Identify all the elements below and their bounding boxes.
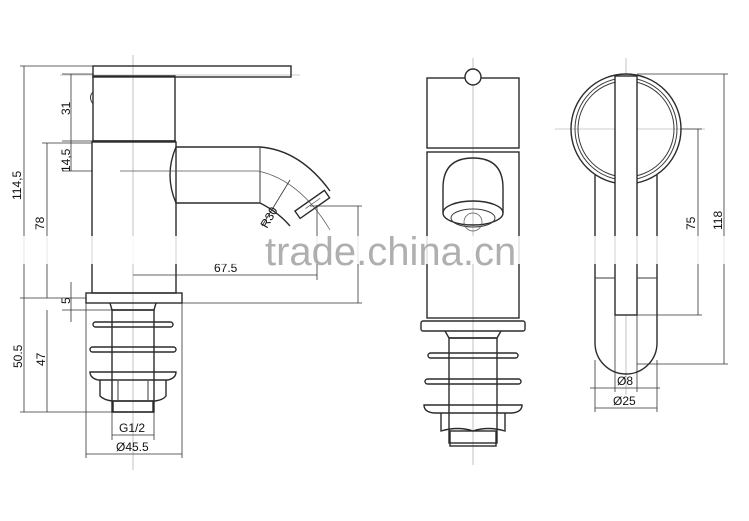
dim-thread: G1/2 xyxy=(119,421,145,435)
dim-handle-height: 31 xyxy=(59,101,73,115)
dim-spout-outlet-height: 78 xyxy=(33,216,47,230)
dim-base-diameter: Ø45.5 xyxy=(116,440,149,454)
dim-overall-height: 114,5 xyxy=(10,171,24,200)
watermark-text: trade.china.cn xyxy=(265,230,516,274)
dim-lever-diameter: Ø8 xyxy=(617,374,633,388)
dim-base-plate: 5 xyxy=(59,297,73,304)
dim-spout-offset: 14,5 xyxy=(59,148,73,172)
dim-spout-reach: 67.5 xyxy=(214,261,238,275)
dim-spout-radius: R30 xyxy=(257,204,280,230)
front-view xyxy=(420,58,526,465)
watermark: trade.china.cn xyxy=(0,230,749,274)
dim-handle-center-to-end: 75 xyxy=(684,216,698,230)
top-view: 118 75 Ø8 Ø25 xyxy=(555,58,728,412)
dim-shank-inner: 47 xyxy=(34,352,48,366)
dim-shank-length: 50.5 xyxy=(11,344,25,368)
dim-body-diameter: Ø25 xyxy=(613,394,636,408)
dim-handle-length: 118 xyxy=(711,211,725,230)
side-view: 114,5 31 14,5 78 5 50.5 47 R30 67.5 G1/2… xyxy=(10,55,362,470)
